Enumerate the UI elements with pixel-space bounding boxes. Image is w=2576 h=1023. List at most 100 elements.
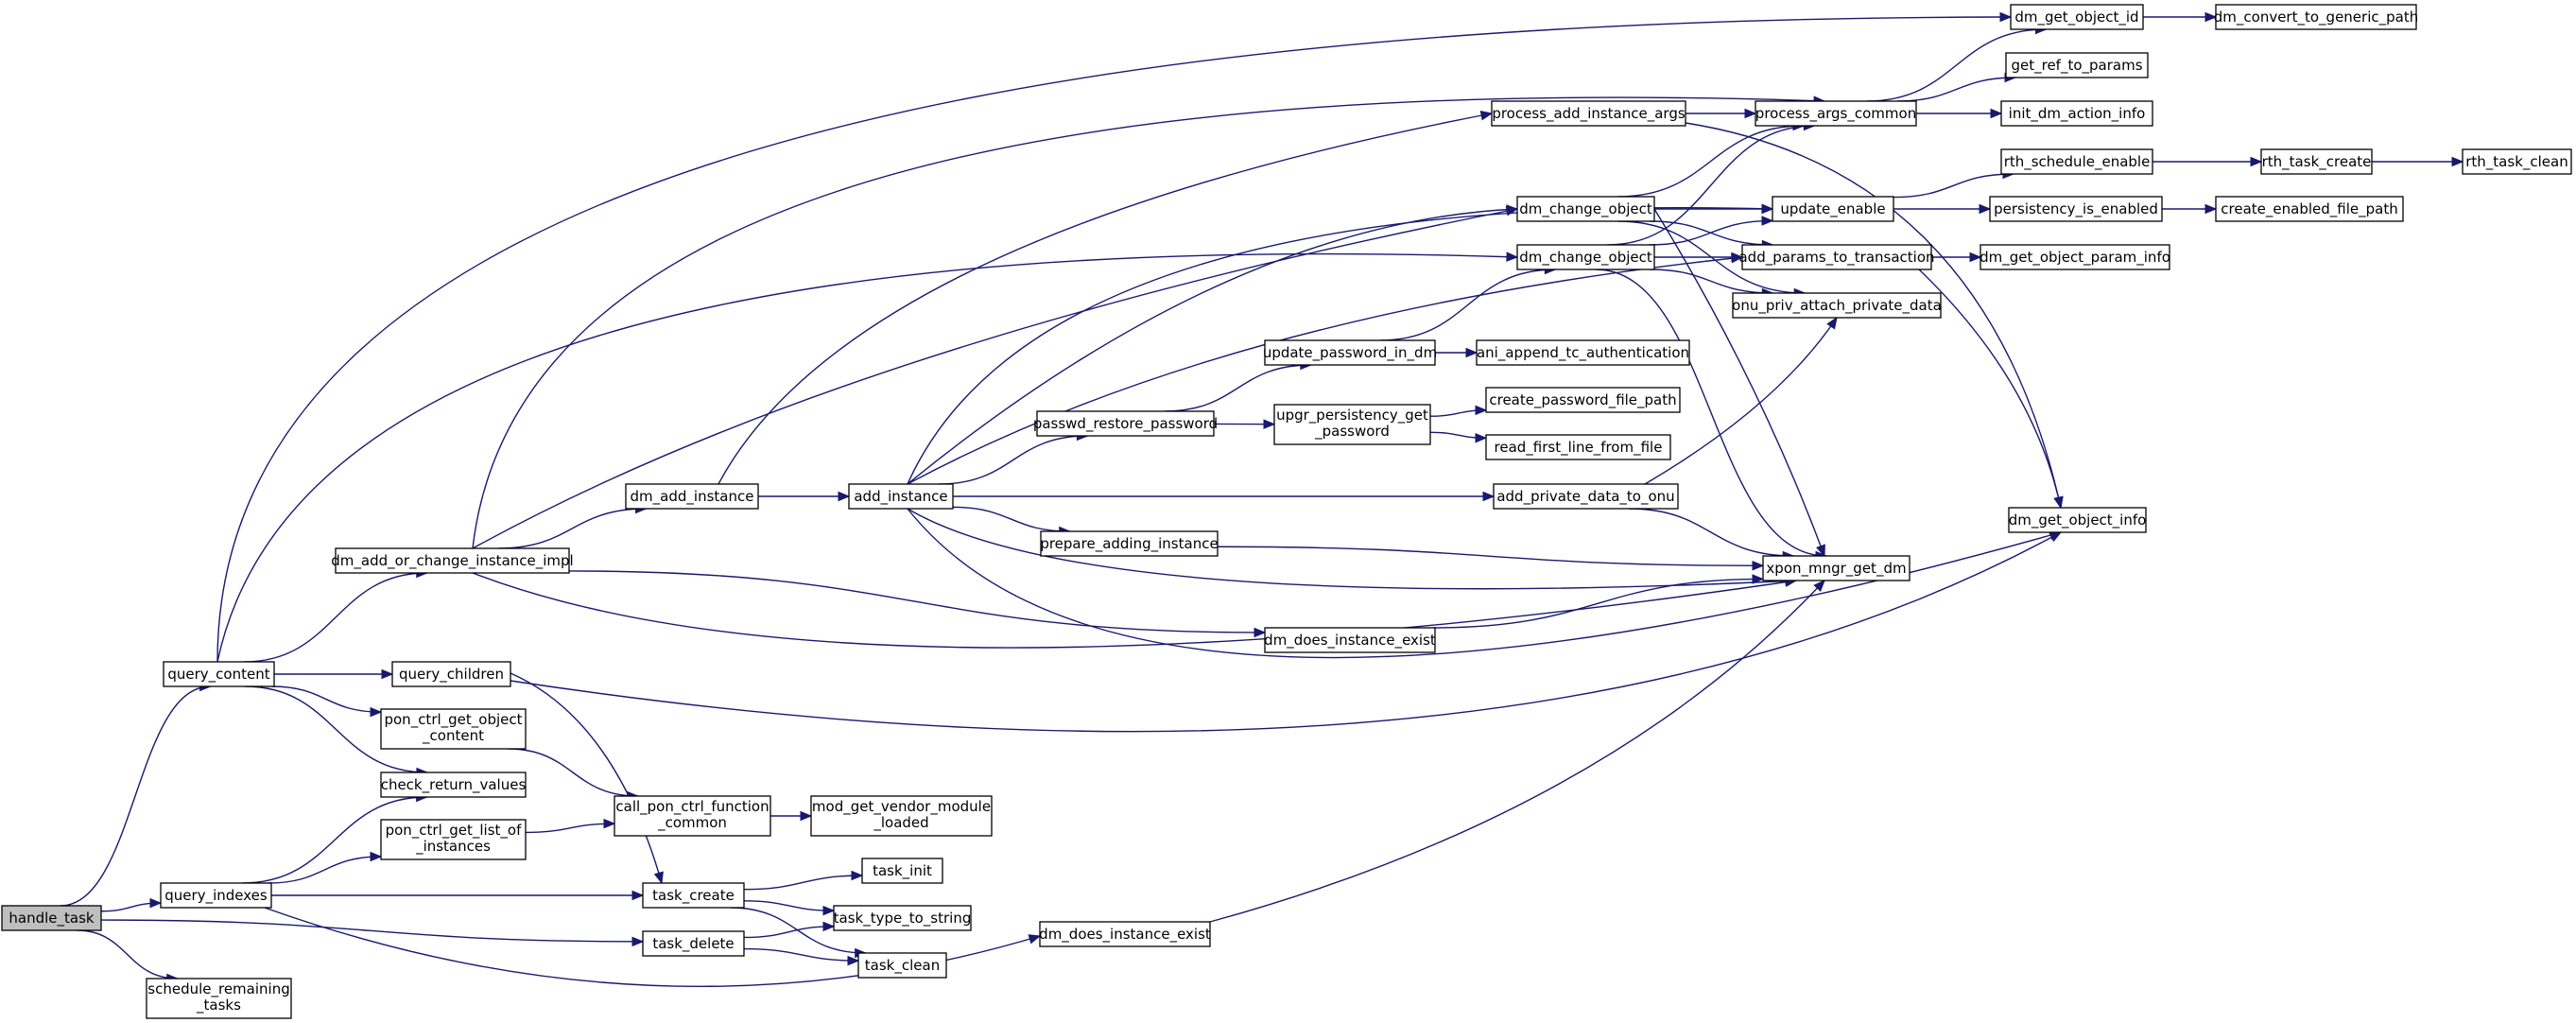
node-box [2462, 148, 2572, 175]
node-create-password-file-path[interactable]: create_password_file_path [1485, 387, 1681, 413]
node-label: handle_task [9, 910, 95, 928]
edge-query_content-to-dm_add_or_change_instance_impl [244, 567, 429, 663]
node-check-return-values[interactable]: check_return_values [380, 772, 527, 798]
edge-line [525, 823, 615, 834]
edge-handle_task-to-task_delete [100, 919, 645, 947]
node-process-args-common[interactable]: process_args_common [1755, 100, 1917, 127]
edge-dm_add_or_change_instance_impl-to-dm_add_instance [497, 503, 648, 549]
node-dm-add-or-change-instance-impl[interactable]: dm_add_or_change_instance_impl [331, 547, 574, 574]
node-box [1264, 339, 1436, 366]
node-task-type-to-string[interactable]: task_type_to_string [833, 905, 972, 931]
node-dm-get-object-info[interactable]: dm_get_object_info [2008, 507, 2147, 533]
node-label: update_password_in_dm [1263, 344, 1437, 362]
node-pon-ctrl-get-list-of-instances[interactable]: pon_ctrl_get_list_of_instances [380, 819, 527, 860]
edge-line [472, 96, 1825, 549]
node-schedule-remaining-tasks[interactable]: schedule_remaining_tasks [146, 978, 292, 1019]
node-create-enabled-file-path[interactable]: create_enabled_file_path [2215, 196, 2404, 222]
edge-line [510, 531, 2062, 733]
node-box [380, 708, 527, 750]
node-dm-change-object-1[interactable]: dm_change_object [1516, 196, 1655, 222]
node-box [1485, 387, 1681, 413]
node-dm-does-instance-exist-2[interactable]: dm_does_instance_exist [1039, 921, 1211, 947]
node-dm-change-object-2[interactable]: dm_change_object [1516, 244, 1655, 270]
arrowhead [1999, 11, 2013, 23]
node-label: rth_task_clean [2465, 153, 2567, 171]
node-dm-get-object-id[interactable]: dm_get_object_id [2010, 4, 2144, 30]
arrowhead [1506, 251, 1519, 262]
edge-line [1650, 269, 1773, 294]
node-label: onu_priv_attach_private_data [1732, 297, 1942, 315]
node-label: dm_get_object_id [2014, 9, 2138, 26]
node-dm-does-instance-exist-1[interactable]: dm_does_instance_exist [1264, 627, 1436, 653]
node-box [335, 547, 570, 574]
node-dm-convert-to-generic-path[interactable]: dm_convert_to_generic_path [2214, 4, 2418, 30]
node-add-params-to-transaction[interactable]: add_params_to_transaction [1738, 244, 1935, 270]
edge-rth_schedule_enable-to-rth_task_create [2152, 156, 2263, 167]
edge-line [1607, 125, 1815, 246]
node-dm-add-instance[interactable]: dm_add_instance [625, 483, 759, 510]
node-box [2000, 100, 2153, 127]
node-ani-append-tc-authentication[interactable]: ani_append_tc_authentication [1476, 339, 1690, 366]
node-label: process_args_common [1755, 105, 1916, 123]
node-task-create[interactable]: task_create [642, 882, 745, 909]
node-xpon-mngr-get-dm[interactable]: xpon_mngr_get_dm [1762, 555, 1910, 581]
node-persistency-is-enabled[interactable]: persistency_is_enabled [1989, 196, 2163, 222]
node-get-ref-to-params[interactable]: get_ref_to_params [2005, 52, 2149, 78]
node-rth-task-clean[interactable]: rth_task_clean [2462, 148, 2572, 175]
node-init-dm-action-info[interactable]: init_dm_action_info [2000, 100, 2153, 127]
node-box [391, 661, 511, 687]
node-box [1039, 921, 1211, 947]
node-query-children[interactable]: query_children [391, 661, 511, 687]
node-box [833, 905, 972, 931]
node-box [1040, 530, 1219, 557]
arrowhead [370, 851, 383, 862]
node-label: ani_append_tc_authentication [1477, 344, 1689, 362]
edge-line [1628, 508, 1794, 557]
edge-dm_does_instance_exist_1-to-xpon_mngr_get_dm [1433, 574, 1765, 629]
edge-dm_add_or_change_instance_impl-to-dm_does_instance_exist_1 [568, 570, 1267, 638]
node-process-add-instance-args[interactable]: process_add_instance_args [1491, 100, 1686, 127]
arrowhead [370, 706, 383, 718]
arrowhead [1475, 405, 1488, 416]
edge-add_params_to_transaction-to-dm_get_object_param_info [1931, 251, 1982, 263]
node-pon-ctrl-get-object-content[interactable]: pon_ctrl_get_object_content [380, 708, 527, 750]
node-passwd-restore-password[interactable]: passwd_restore_password [1033, 410, 1218, 437]
node-prepare-adding-instance[interactable]: prepare_adding_instance [1040, 530, 1219, 557]
node-dm-get-object-param-info[interactable]: dm_get_object_param_info [1980, 244, 2170, 270]
node-update-enable[interactable]: update_enable [1772, 196, 1894, 222]
node-label: dm_change_object [1519, 249, 1652, 267]
node-upgr-persistency-get-password[interactable]: upgr_persistency_get_password [1273, 404, 1431, 445]
edge-add_instance-to-dm_change_object_1 [907, 204, 1519, 485]
arrowhead [1990, 108, 2003, 119]
node-query-indexes[interactable]: query_indexes [160, 882, 272, 909]
node-box [642, 930, 745, 957]
node-label: _loaded [873, 814, 928, 832]
node-task-clean[interactable]: task_clean [857, 952, 947, 979]
node-label: query_children [399, 666, 504, 684]
node-handle-task[interactable]: handle_task [1, 905, 102, 931]
arrowhead [851, 870, 864, 881]
node-add-instance[interactable]: add_instance [848, 483, 954, 510]
node-query-content[interactable]: query_content [163, 661, 275, 687]
node-label: schedule_remaining [147, 980, 289, 998]
arrowhead [1479, 111, 1494, 121]
node-label: dm_add_instance [631, 488, 754, 506]
node-box [1980, 244, 2170, 270]
node-task-init[interactable]: task_init [861, 858, 943, 884]
edge-upgr_persistency_get_password-to-create_password_file_path [1429, 405, 1488, 417]
node-mod-get-vendor-module-loaded[interactable]: mod_get_vendor_module_loaded [810, 795, 993, 837]
node-rth-schedule-enable[interactable]: rth_schedule_enable [2000, 148, 2153, 175]
node-label: task_init [873, 862, 932, 880]
node-onu-priv-attach-private-data[interactable]: onu_priv_attach_private_data [1732, 292, 1942, 319]
node-read-first-line-from-file[interactable]: read_first_line_from_file [1485, 434, 1671, 460]
node-task-delete[interactable]: task_delete [642, 930, 745, 957]
node-box [861, 858, 943, 884]
node-update-password-in-dm[interactable]: update_password_in_dm [1263, 339, 1437, 366]
node-label: dm_add_or_change_instance_impl [331, 552, 573, 570]
node-call-pon-ctrl-function-common[interactable]: call_pon_ctrl_function_common [614, 795, 771, 837]
edge-line [508, 748, 638, 797]
node-rth-task-create[interactable]: rth_task_create [2260, 148, 2373, 175]
node-add-private-data-to-onu[interactable]: add_private_data_to_onu [1493, 483, 1679, 510]
arrowhead [1826, 316, 1838, 330]
